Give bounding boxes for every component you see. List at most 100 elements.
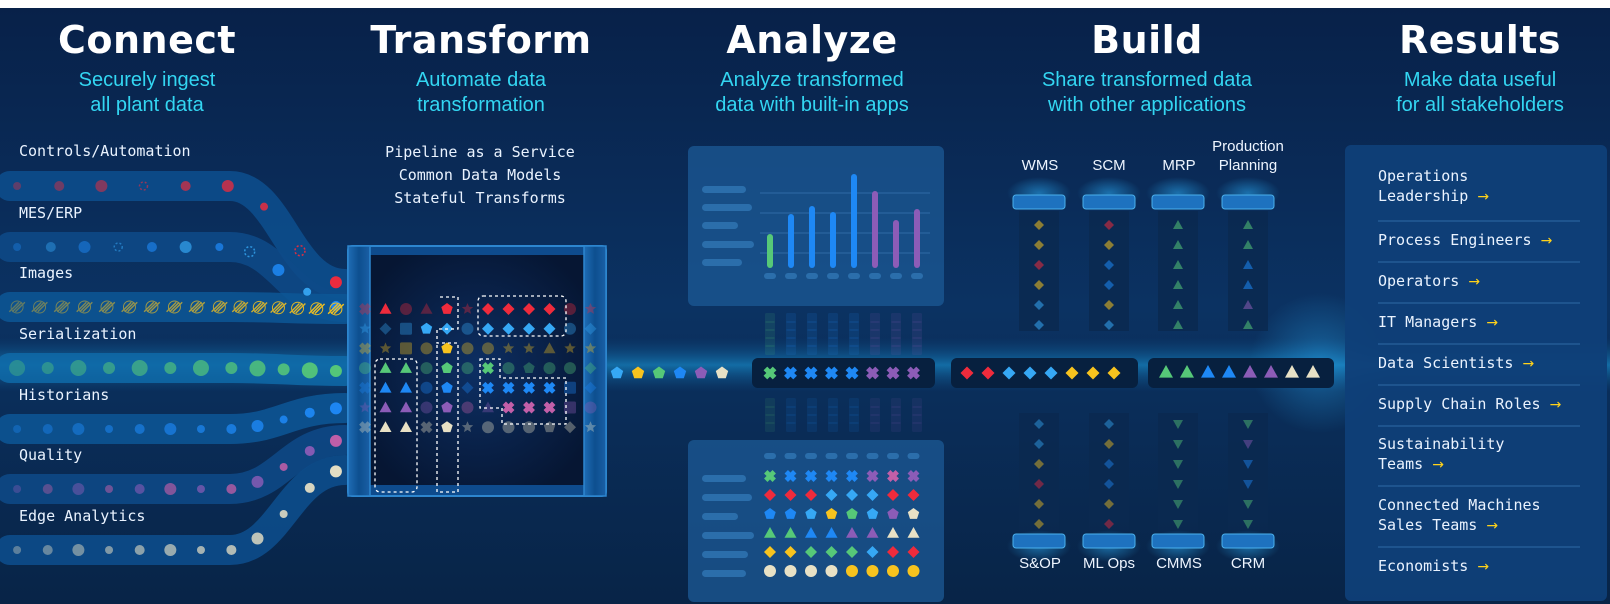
dot-triangle — [805, 527, 817, 538]
stage-subtitle-transform: Automate data transformation — [415, 69, 547, 116]
dot-cross-bar — [359, 421, 371, 434]
dot-square — [912, 321, 922, 331]
dot-star — [502, 342, 515, 354]
result-it-managers[interactable]: IT Managers → — [1378, 313, 1499, 331]
dot-circle — [251, 532, 264, 545]
result-sustainability-teams[interactable]: Sustainability Teams → — [1378, 435, 1505, 473]
stage-subtitle-results: Make data useful for all stakeholders — [1396, 69, 1564, 116]
app-column-bottom — [1089, 413, 1129, 530]
dot-circle — [226, 423, 237, 434]
dot-pentagon — [441, 401, 453, 413]
dot-circle — [72, 423, 85, 435]
dot-circle — [105, 546, 114, 554]
dot-circle — [805, 565, 817, 577]
result-supply-chain-roles[interactable]: Supply Chain Roles → — [1378, 395, 1562, 413]
dot-square — [765, 422, 775, 432]
dot-hatched-line — [146, 301, 158, 313]
dot-triangle — [907, 527, 920, 538]
dot-square — [870, 345, 880, 355]
dot-cross — [784, 366, 797, 380]
dot-ring — [113, 242, 123, 252]
dot-circle — [523, 421, 535, 434]
dot-cross-bar — [763, 366, 777, 380]
dot-diamond — [846, 546, 858, 558]
arrow-right-icon: → — [1549, 397, 1562, 413]
dot-hatched-line — [124, 301, 135, 313]
dot-circle — [279, 415, 288, 424]
arrow-right-icon: → — [1522, 356, 1535, 372]
app-connector-bottom — [1151, 533, 1205, 549]
result-operations-leadership[interactable]: Operations Leadership → — [1378, 167, 1490, 205]
app-connector-top — [1151, 194, 1205, 210]
dot-circle — [482, 421, 494, 434]
dot-hatched-line — [169, 301, 180, 313]
dot-triangle — [1264, 365, 1278, 378]
app-label-cmms: CMMS — [1156, 555, 1202, 572]
transform-left-pillar — [347, 245, 371, 497]
dot-square — [870, 406, 880, 416]
app-column-bottom — [1228, 413, 1268, 530]
dot-circle — [251, 419, 264, 432]
stage-title-analyze: Analyze — [726, 18, 898, 62]
dot-cross-bar — [825, 470, 838, 482]
dot-square — [870, 321, 880, 331]
dot-diamond — [960, 366, 974, 380]
dot-hatched — [143, 300, 161, 314]
dot-circle — [164, 544, 177, 556]
dot-circle — [846, 565, 858, 577]
dot-cross-bar — [764, 470, 776, 482]
result-economists[interactable]: Economists → — [1378, 557, 1490, 575]
dot-cross-bar — [846, 470, 858, 482]
dot-circle — [303, 287, 312, 296]
dot-pentagon — [441, 381, 453, 393]
dot-hatched-line — [121, 301, 132, 313]
dot-diamond — [1023, 366, 1037, 380]
dot-cross-bar — [523, 401, 535, 414]
dot-circle — [105, 485, 114, 493]
dot-cross — [359, 303, 371, 315]
dot-hatched — [270, 301, 287, 315]
arrow-right-icon: → — [1486, 517, 1499, 534]
result-operators[interactable]: Operators → — [1378, 272, 1481, 290]
result-process-engineers[interactable]: Process Engineers → — [1378, 231, 1553, 249]
dot-pentagon — [866, 508, 879, 519]
dot-hatched-line — [292, 302, 303, 314]
dot-circle — [164, 483, 177, 495]
dot-star — [379, 342, 392, 354]
dot-hatched-ring — [122, 300, 136, 314]
dot-square — [828, 345, 838, 355]
dot-circle — [249, 360, 266, 377]
arrow-right-icon: → — [1540, 233, 1553, 249]
dot-triangle — [825, 527, 838, 538]
dot-hatched — [121, 300, 138, 314]
dot-circle — [564, 362, 576, 375]
pipeline-feature: Common Data Models — [398, 166, 562, 184]
dot-square — [765, 337, 775, 347]
dot-pentagon — [784, 508, 797, 519]
dot-hatched-line — [127, 301, 138, 313]
dot-diamond — [461, 381, 474, 394]
dot-diamond — [1034, 300, 1044, 310]
table-header-placeholder — [866, 453, 879, 459]
dot-circle — [502, 362, 515, 375]
dot-diamond — [784, 489, 797, 501]
dot-hatched-line — [217, 301, 228, 313]
dot-diamond — [1034, 419, 1044, 429]
result-connected-machines-sales-teams[interactable]: Connected Machines Sales Teams → — [1378, 496, 1541, 534]
dot-diamond — [543, 322, 556, 335]
dot-cross — [845, 366, 859, 380]
result-data-scientists[interactable]: Data Scientists → — [1378, 354, 1535, 372]
dot-circle — [329, 276, 342, 289]
dot-cross — [482, 381, 494, 394]
dot-triangle — [482, 401, 494, 413]
dot-triangle — [1173, 320, 1183, 329]
dot-diamond — [564, 421, 576, 434]
dot-square — [912, 414, 922, 424]
dot-hatched-line — [8, 301, 20, 313]
dot-hatched-line — [330, 303, 342, 315]
dot-cross-bar — [359, 303, 371, 315]
dot-triangle — [1243, 520, 1253, 529]
dot-diamond — [502, 303, 515, 315]
dot-hatched — [8, 300, 26, 314]
dot-diamond — [1104, 459, 1114, 469]
